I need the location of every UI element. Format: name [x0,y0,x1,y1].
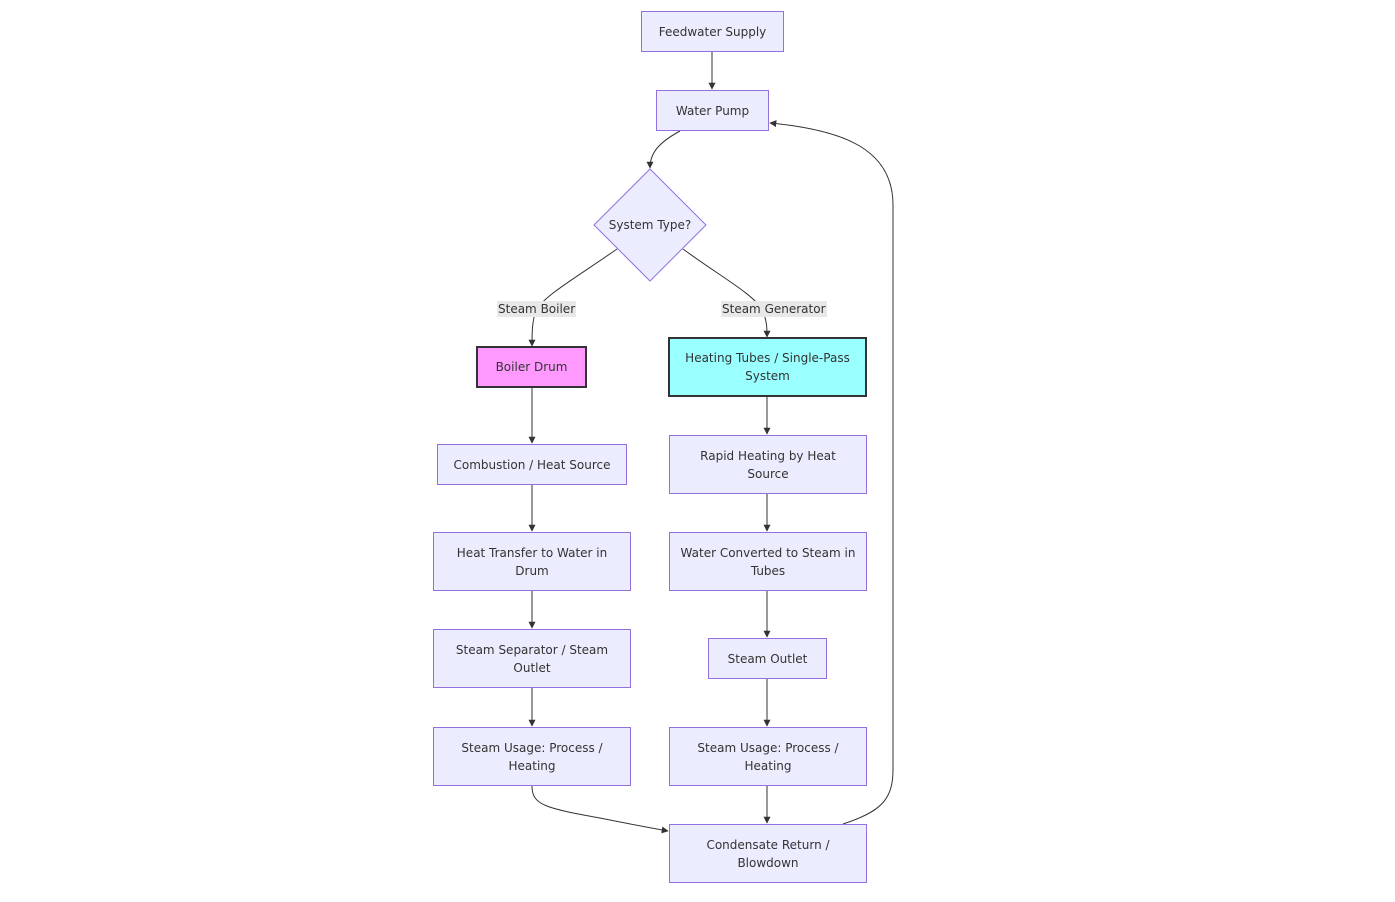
node-water-pump: Water Pump [656,90,769,131]
edge-decision-to-boiler [528,248,618,347]
node-heating-tubes: Heating Tubes / Single-Pass System [668,337,867,397]
node-water-converted: Water Converted to Steam in Tubes [669,532,867,591]
edge-label-steam-boiler: Steam Boiler [497,301,577,317]
edge-label-steam-generator: Steam Generator [721,301,827,317]
node-feedwater-supply: Feedwater Supply [641,11,784,52]
edge-decision-to-generator [682,248,771,338]
node-combustion-heat-source: Combustion / Heat Source [437,444,627,485]
edge-condensate-to-pump [769,120,894,825]
node-steam-usage-generator: Steam Usage: Process / Heating [669,727,867,786]
node-heat-transfer: Heat Transfer to Water in Drum [433,532,631,591]
node-steam-separator: Steam Separator / Steam Outlet [433,629,631,688]
node-condensate-return: Condensate Return / Blowdown [669,824,867,883]
node-steam-outlet: Steam Outlet [708,638,827,679]
node-steam-usage-boiler: Steam Usage: Process / Heating [433,727,631,786]
edge-usage-boiler-to-condensate [531,785,669,834]
decision-system-type-shape [593,168,707,282]
node-boiler-drum: Boiler Drum [476,346,587,388]
edge-pump-to-decision [646,130,681,169]
node-rapid-heating: Rapid Heating by Heat Source [669,435,867,494]
decision-system-type-label: System Type? [608,218,692,232]
